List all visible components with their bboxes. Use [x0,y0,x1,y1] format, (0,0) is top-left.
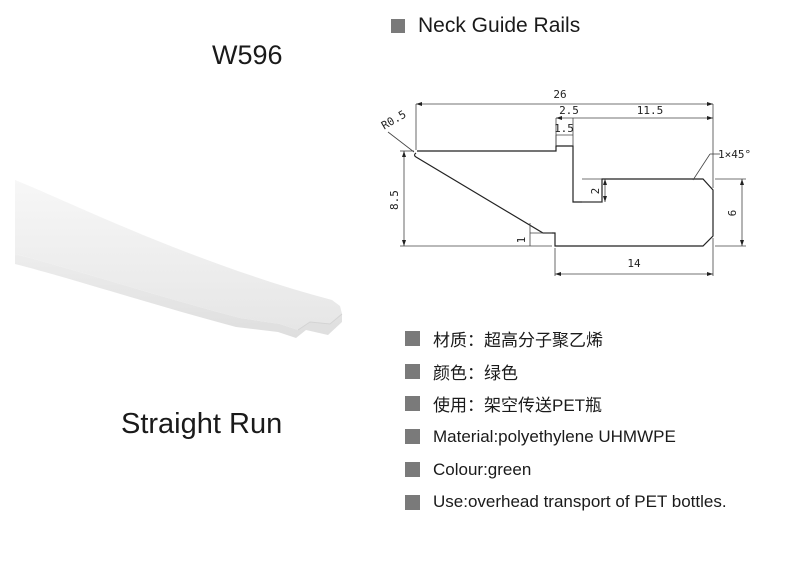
spec-item: 使用：架空传送PET瓶 [405,388,727,421]
dim-11-5: 11.5 [637,104,664,117]
dim-14: 14 [627,257,641,270]
dim-8-5: 8.5 [388,190,401,210]
dim-1-5: 1.5 [554,122,574,135]
product-caption: Straight Run [121,408,283,440]
dim-r0-5: R0.5 [380,108,409,133]
bullet-square-icon [405,363,420,379]
dim-6: 6 [726,210,739,217]
rail-profile-outline [413,145,714,247]
header: Neck Guide Rails [391,14,580,38]
bullet-square-icon [405,396,420,412]
spec-item: Colour:green [405,453,727,486]
bullet-square-icon [391,19,405,33]
model-number: W596 [212,40,283,70]
spec-list: 材质：超高分子聚乙烯 颜色：绿色 使用：架空传送PET瓶 Material:po… [405,322,727,519]
spec-text: Use:overhead transport of PET bottles. [433,492,727,512]
spec-text: 材质：超高分子聚乙烯 [433,330,603,350]
dim-2-5: 2.5 [559,104,579,117]
spec-text: 颜色：绿色 [433,363,518,383]
bullet-square-icon [405,429,420,445]
spec-text: Colour:green [433,459,532,479]
page-title: Neck Guide Rails [418,14,581,37]
spec-text: 使用：架空传送PET瓶 [433,396,603,416]
spec-item: Use:overhead transport of PET bottles. [405,486,727,519]
bullet-square-icon [405,330,420,346]
spec-text: Material:polyethylene UHMWPE [433,426,676,446]
bullet-square-icon [405,462,420,478]
product-image [15,180,343,338]
spec-item: Material:polyethylene UHMWPE [405,420,727,453]
dim-2: 2 [589,188,602,195]
dim-chamfer: 1×45° [718,148,751,161]
dim-26: 26 [553,88,566,101]
spec-item: 颜色：绿色 [405,355,727,388]
spec-item: 材质：超高分子聚乙烯 [405,322,727,355]
technical-drawing: 26 2.5 11.5 1.5 R0.5 1×45° 8.5 2 6 1 14 [380,88,751,276]
dim-1: 1 [515,237,528,244]
bullet-square-icon [405,494,420,510]
